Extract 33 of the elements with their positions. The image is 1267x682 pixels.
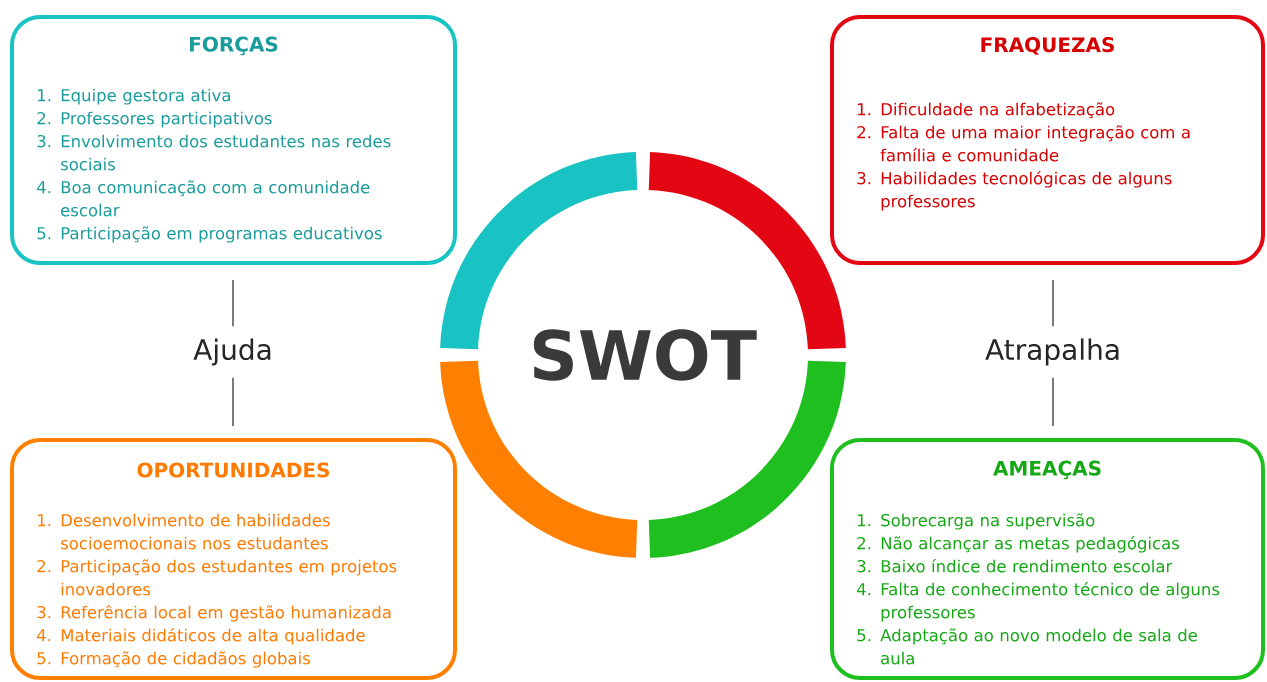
list-item: 4. Materiais didáticos de alta qualidade — [37, 628, 365, 645]
connector-line — [1052, 377, 1054, 427]
swot-card — [830, 15, 1265, 265]
axis-label: Ajuda — [193, 338, 271, 366]
card-heading: AMEAÇAS — [993, 460, 1101, 480]
list-item: 3. Envolvimento dos estudantes nas redes sociais — [37, 134, 391, 171]
list-item: 4. Falta de conhecimento técnico de alguns professores — [857, 582, 1220, 622]
list-item: 2. Professores participativos — [37, 111, 272, 128]
connector-line — [232, 279, 234, 327]
axis-label: Atrapalha — [985, 338, 1119, 366]
list-item: 3. Referência local em gestão humanizada — [37, 605, 391, 622]
list-item: 3. Habilidades tecnológicas de alguns professores — [857, 171, 1172, 211]
list-item: 5. Adaptação ao novo modelo de sala de aula — [857, 628, 1197, 665]
list-item: 5. Participação em programas educativos — [37, 226, 382, 243]
card-heading: OPORTUNIDADES — [137, 462, 330, 478]
swot-card — [10, 438, 457, 680]
list-item: 1. Sobrecarga na supervisão — [858, 513, 1095, 530]
connector-line — [1052, 279, 1054, 327]
list-item: 2. Falta de uma maior integração com a família e comunidade — [857, 125, 1190, 162]
list-item: 4. Boa comunicação com a comunidade escolar — [37, 180, 370, 217]
swot-card — [10, 15, 457, 265]
list-item: 5. Formação de cidadãos globais — [37, 651, 310, 668]
connector-line — [232, 377, 234, 427]
list-item: 2. Não alcançar as metas pedagógicas — [857, 536, 1179, 553]
card-heading: FRAQUEZAS — [981, 37, 1114, 55]
list-item: 3. Baixo índice de rendimento escolar — [857, 559, 1173, 573]
list-item: 1. Dificuldade na alfabetização — [858, 102, 1115, 119]
card-heading: FORÇAS — [190, 36, 278, 56]
list-item: 1. Equipe gestora ativa — [38, 88, 230, 105]
center-title: SWOT — [533, 329, 757, 381]
list-item: 2. Participação dos estudantes em projetos inovadores — [37, 559, 397, 596]
list-item: 1. Desenvolvimento de habilidades socioemocionais nos estudantes — [38, 513, 330, 550]
swot-card — [830, 438, 1265, 680]
